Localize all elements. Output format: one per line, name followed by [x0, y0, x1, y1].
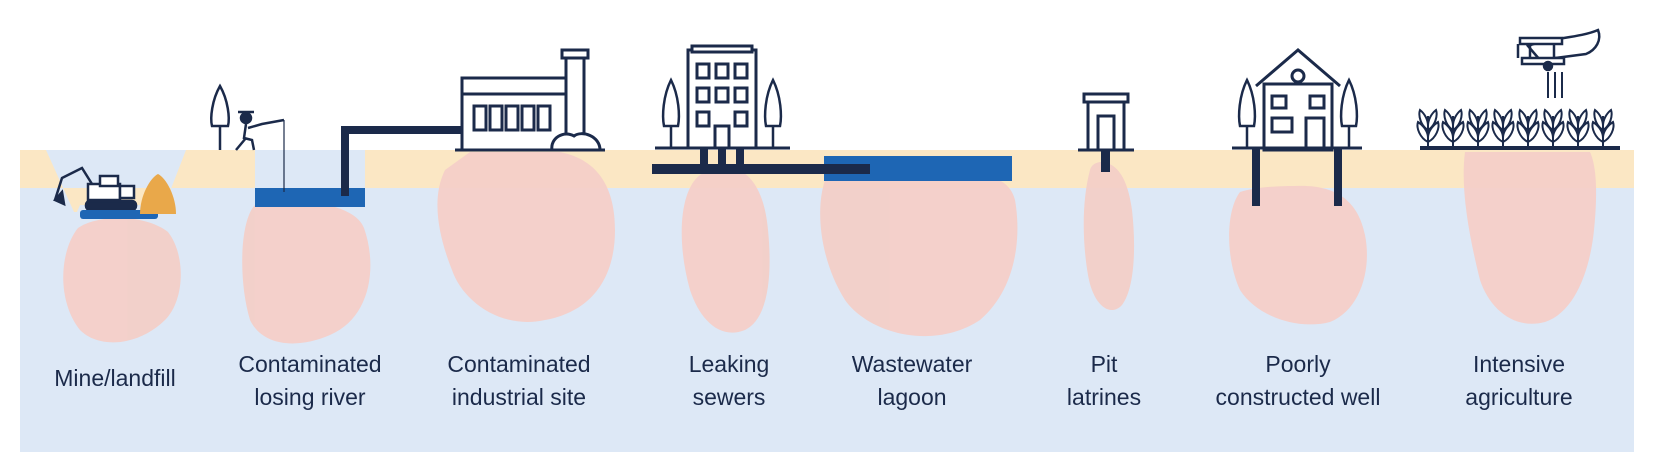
sewer-pipes: [652, 148, 870, 174]
contamination-plumes: [63, 152, 1597, 344]
plume-agriculture: [1463, 152, 1597, 324]
label-line: Contaminated: [238, 351, 382, 377]
label-leaking-sewers: Leaking sewers: [619, 348, 839, 414]
label-industrial-site: Contaminated industrial site: [409, 348, 629, 414]
label-line: Contaminated: [447, 351, 591, 377]
crop-plant-icon: [1466, 108, 1490, 146]
label-line: losing river: [254, 384, 366, 410]
latrine-icon: [1082, 92, 1130, 152]
crop-plant-icon: [1516, 108, 1540, 146]
crop-plant-icon: [1591, 108, 1615, 146]
label-line: sewers: [692, 384, 766, 410]
plume-river: [242, 201, 371, 344]
crop-plant-icon: [1541, 108, 1565, 146]
mine-excavator-icon: [52, 166, 138, 212]
crop-plant-icon: [1416, 108, 1440, 146]
label-line: Wastewater: [851, 351, 973, 377]
mine-water: [80, 210, 158, 219]
label-pit-latrines: Pit latrines: [994, 348, 1214, 414]
plume-lagoon: [820, 175, 1018, 337]
sewer-trees-icon: [661, 77, 783, 148]
well-casings: [1252, 148, 1342, 206]
label-line: Mine/landfill: [54, 365, 176, 391]
plume-industrial: [437, 152, 615, 322]
label-wastewater-lagoon: Wastewater lagoon: [802, 348, 1022, 414]
latrine-pit: [1101, 150, 1110, 172]
label-line: constructed well: [1215, 384, 1381, 410]
house-icon: [1255, 48, 1341, 152]
river-water: [255, 188, 365, 207]
label-line: Pit: [1090, 351, 1118, 377]
discharge-pipe: [341, 126, 462, 196]
label-line: industrial site: [451, 384, 587, 410]
label-line: lagoon: [877, 384, 947, 410]
label-line: Leaking: [688, 351, 770, 377]
apartment-building-icon: [686, 44, 758, 150]
crop-row-icon: [1416, 108, 1615, 146]
crop-duster-plane-icon: [1516, 28, 1601, 72]
crop-plant-icon: [1566, 108, 1590, 146]
crop-plant-icon: [1441, 108, 1465, 146]
label-line: Intensive: [1472, 351, 1566, 377]
crop-plant-icon: [1491, 108, 1515, 146]
plume-well: [1229, 185, 1367, 325]
tree-icon: [210, 83, 230, 150]
ore-heap-icon: [140, 174, 176, 214]
label-line: Poorly: [1265, 351, 1331, 377]
factory-icon: [460, 48, 602, 152]
label-line: agriculture: [1465, 384, 1573, 410]
label-poor-well: Poorly constructed well: [1188, 348, 1408, 414]
label-line: latrines: [1066, 384, 1142, 410]
plume-latrines: [1083, 162, 1135, 311]
label-mine-landfill: Mine/landfill: [5, 362, 225, 395]
well-trees-icon: [1237, 77, 1359, 148]
label-losing-river: Contaminated losing river: [200, 348, 420, 414]
fisher-icon: [235, 110, 285, 192]
plume-sewers: [681, 167, 770, 333]
plume-mine: [63, 217, 181, 343]
pesticide-spray: [1547, 72, 1563, 98]
label-intensive-agriculture: Intensive agriculture: [1409, 348, 1629, 414]
